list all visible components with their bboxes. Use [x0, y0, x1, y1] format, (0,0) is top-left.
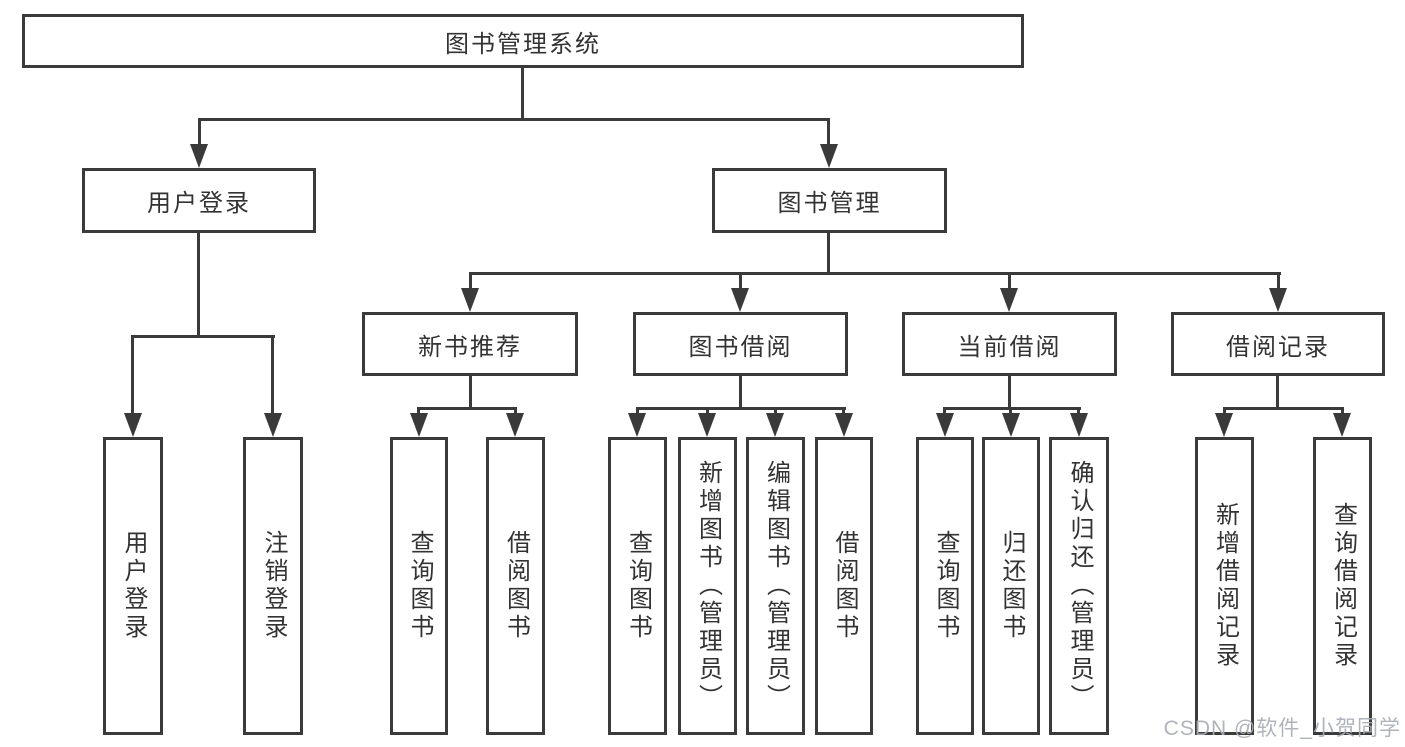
arrowhead-bb2 — [698, 413, 716, 437]
leaf-bb-borrow-book: 借阅图书 — [815, 437, 873, 735]
arrowhead-new-book — [461, 288, 479, 312]
connector-l1-hbar — [198, 118, 830, 121]
leaf-nb-borrow-book-label: 借阅图书 — [502, 530, 530, 642]
node-book-management-branch-label: 图书管理 — [777, 190, 882, 217]
connector-ul-trunk — [197, 233, 200, 338]
connector-drop-cb2 — [1009, 407, 1012, 417]
node-current-borrow: 当前借阅 — [902, 312, 1117, 376]
leaf-br-query-record: 查询借阅记录 — [1313, 437, 1372, 735]
connector-ul-hbar — [131, 335, 275, 338]
connector-drop-borrow-record — [1277, 272, 1280, 290]
connector-drop-book-mgmt — [827, 118, 830, 146]
connector-drop-cb3 — [1077, 407, 1080, 417]
node-borrow-record: 借阅记录 — [1171, 312, 1385, 376]
arrowhead-current-borrow — [1000, 288, 1018, 312]
connector-root-trunk — [521, 68, 524, 118]
leaf-cb-return-book-label: 归还图书 — [998, 530, 1025, 642]
connector-nb-trunk — [469, 376, 472, 410]
connector-drop-nb1 — [417, 407, 420, 417]
leaf-cb-confirm-return-label: 确认归还（管理员） — [1066, 460, 1093, 712]
leaf-bb-edit-book: 编辑图书（管理员） — [746, 437, 805, 735]
leaf-br-add-record-label: 新增借阅记录 — [1211, 502, 1239, 670]
arrowhead-cb2 — [1002, 413, 1020, 437]
leaf-bb-query-book-label: 查询图书 — [624, 530, 652, 642]
arrowhead-book-mgmt — [820, 144, 838, 168]
arrowhead-bb4 — [835, 413, 853, 437]
leaf-nb-query-book-label: 查询图书 — [406, 530, 433, 642]
connector-drop-br1 — [1223, 407, 1226, 417]
arrowhead-leaf-logout — [264, 413, 282, 437]
connector-drop-bb4 — [842, 407, 845, 417]
connector-drop-user-login — [198, 118, 201, 146]
connector-l2-hbar — [469, 272, 1281, 275]
arrowhead-br2 — [1333, 413, 1351, 437]
connector-drop-leaf-logout — [271, 335, 274, 417]
connector-drop-book-borrow — [739, 272, 742, 290]
connector-bb-trunk — [739, 376, 742, 410]
connector-drop-br2 — [1341, 407, 1344, 417]
leaf-logout-login-label: 注销登录 — [260, 530, 287, 642]
connector-drop-cb1 — [943, 407, 946, 417]
arrowhead-br1 — [1215, 413, 1233, 437]
connector-drop-bb3 — [774, 407, 777, 417]
leaf-cb-return-book: 归还图书 — [982, 437, 1040, 735]
connector-cb-hbar — [943, 407, 1081, 410]
node-new-book-recommend: 新书推荐 — [362, 312, 578, 376]
arrowhead-cb1 — [936, 413, 954, 437]
arrowhead-user-login — [190, 144, 208, 168]
connector-bb-hbar — [636, 407, 846, 410]
leaf-bb-edit-book-label: 编辑图书（管理员） — [762, 460, 790, 712]
node-root-label: 图书管理系统 — [445, 30, 601, 58]
connector-drop-new-book — [469, 272, 472, 290]
leaf-nb-borrow-book: 借阅图书 — [486, 437, 545, 735]
leaf-bb-add-book: 新增图书（管理员） — [678, 437, 737, 735]
connector-drop-bb1 — [636, 407, 639, 417]
leaf-user-login-label: 用户登录 — [120, 530, 147, 642]
arrowhead-bb3 — [766, 413, 784, 437]
connector-br-trunk — [1276, 376, 1279, 410]
node-book-borrow: 图书借阅 — [633, 312, 848, 376]
leaf-bb-borrow-book-label: 借阅图书 — [831, 530, 858, 642]
leaf-br-add-record: 新增借阅记录 — [1195, 437, 1254, 735]
connector-drop-current-borrow — [1008, 272, 1011, 290]
node-borrow-record-label: 借阅记录 — [1226, 333, 1330, 361]
connector-drop-nb2 — [514, 407, 517, 417]
csdn-watermark: CSDN @软件_小贺同学 — [1163, 717, 1401, 740]
node-book-management-branch: 图书管理 — [712, 168, 947, 233]
leaf-cb-query-book-label: 查询图书 — [932, 530, 959, 642]
arrowhead-book-borrow — [731, 288, 749, 312]
node-root: 图书管理系统 — [22, 14, 1024, 68]
leaf-logout-login: 注销登录 — [243, 437, 303, 735]
connector-nb-hbar — [418, 407, 517, 410]
arrowhead-bb1 — [628, 413, 646, 437]
arrowhead-nb2 — [506, 413, 524, 437]
leaf-br-query-record-label: 查询借阅记录 — [1329, 502, 1357, 670]
leaf-nb-query-book: 查询图书 — [390, 437, 448, 735]
connector-cb-trunk — [1008, 376, 1011, 410]
arrowhead-nb1 — [410, 413, 428, 437]
leaf-bb-query-book: 查询图书 — [608, 437, 667, 735]
leaf-cb-query-book: 查询图书 — [916, 437, 974, 735]
node-user-login-branch: 用户登录 — [82, 168, 316, 233]
connector-drop-leaf-login — [131, 335, 134, 417]
connector-br-hbar — [1223, 407, 1343, 410]
leaf-bb-add-book-label: 新增图书（管理员） — [694, 460, 722, 712]
node-new-book-recommend-label: 新书推荐 — [418, 333, 522, 361]
connector-drop-bb2 — [706, 407, 709, 417]
arrowhead-borrow-record — [1269, 288, 1287, 312]
node-book-borrow-label: 图书借阅 — [688, 333, 793, 361]
connector-bm-trunk — [827, 233, 830, 275]
leaf-cb-confirm-return: 确认归还（管理员） — [1049, 437, 1109, 735]
arrowhead-cb3 — [1070, 413, 1088, 437]
node-current-borrow-label: 当前借阅 — [957, 333, 1062, 361]
leaf-user-login: 用户登录 — [103, 437, 163, 735]
node-user-login-branch-label: 用户登录 — [147, 190, 251, 217]
arrowhead-leaf-login — [124, 413, 142, 437]
